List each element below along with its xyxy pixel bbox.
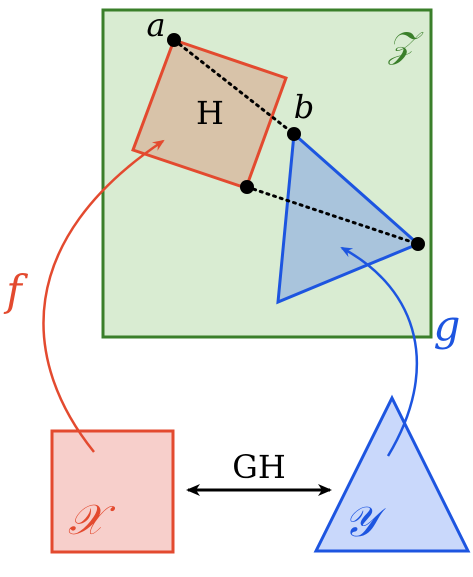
point-a-label: a	[146, 6, 165, 44]
point-square-corner	[240, 180, 254, 194]
dotted-line-corner-vertex	[245, 185, 420, 246]
point-b-label: b	[294, 88, 314, 126]
space-y-triangle	[313, 394, 471, 553]
space-x-box	[50, 429, 175, 554]
gh-label: GH	[232, 448, 285, 486]
map-g-arrow	[340, 246, 419, 457]
square-h-label: H	[196, 94, 224, 132]
space-z-box	[101, 8, 433, 339]
map-g-label: g	[434, 301, 461, 350]
embedded-triangle	[276, 130, 421, 305]
point-triangle-vertex	[411, 237, 425, 251]
dotted-line-a-b	[172, 38, 296, 136]
point-b	[287, 127, 301, 141]
point-a	[167, 33, 181, 47]
map-f-label: f	[3, 266, 28, 315]
map-f-arrow	[42, 139, 165, 453]
